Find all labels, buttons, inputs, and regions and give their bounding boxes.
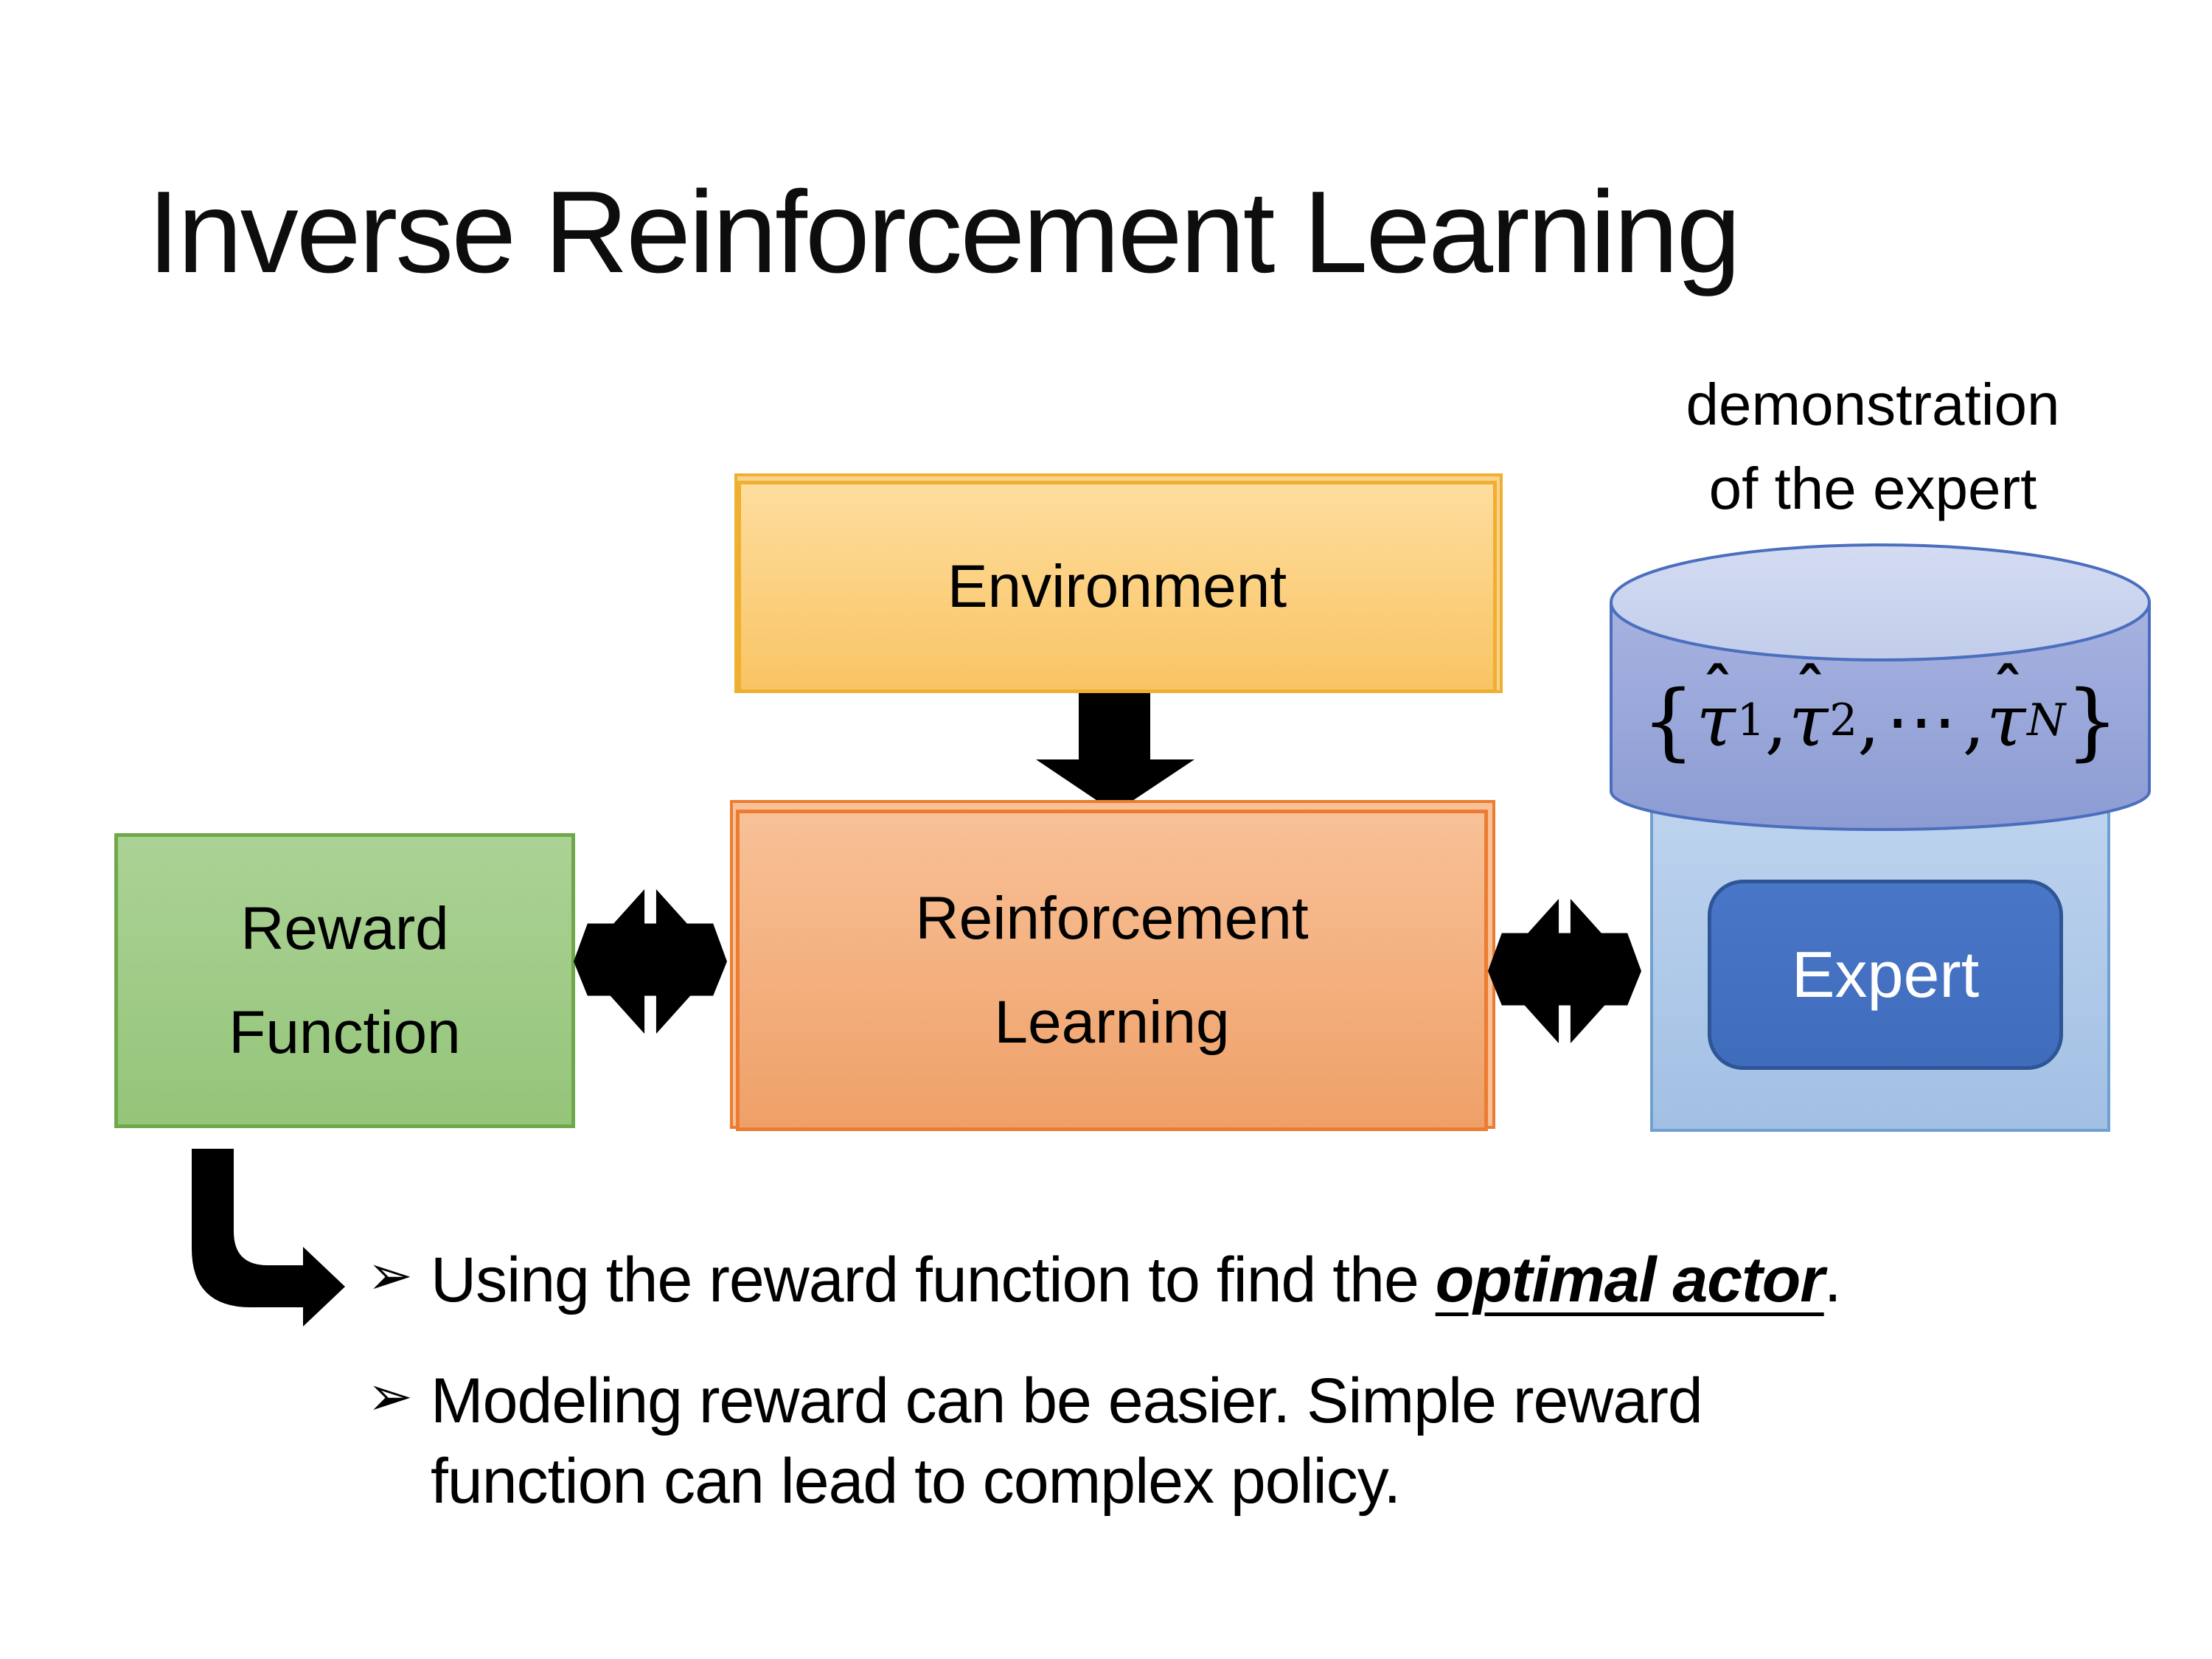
double-arrow-rl-expert (1488, 898, 1641, 1044)
reward-function-box: Reward Function (114, 833, 575, 1128)
double-arrow-reward-rl (574, 888, 727, 1034)
bullet-text: Modeling reward can be easier. Simple re… (431, 1366, 1703, 1517)
rl-label-line1: Reinforcement (915, 884, 1309, 952)
bullet-text: Using the reward function to find the op… (431, 1240, 1842, 1321)
hat-icon: ˆ (1795, 655, 1826, 727)
bullet1-suffix: . (1823, 1245, 1842, 1315)
environment-label: Environment (947, 553, 1287, 621)
reward-function-label: Reward Function (229, 877, 461, 1085)
reward-label-line1: Reward (240, 894, 449, 962)
math-open-brace: { (1641, 672, 1695, 770)
expert-box: Expert (1708, 880, 2063, 1070)
environment-box: Environment (737, 481, 1497, 693)
hat-icon: ˆ (1992, 655, 2023, 727)
page-title: Inverse Reinforcement Learning (147, 167, 1741, 297)
reinforcement-learning-label: Reinforcement Learning (915, 866, 1308, 1074)
demonstration-label-line2: of the expert (1708, 455, 2037, 521)
expert-label: Expert (1791, 938, 1980, 1011)
bullet1-emphasis: optimal actor (1435, 1245, 1825, 1315)
math-close-brace: } (2065, 672, 2119, 770)
demonstration-label: demonstration of the expert (1600, 363, 2146, 530)
hat-icon: ˆ (1703, 655, 1733, 727)
bullet-item-modeling-reward: ➢ Modeling reward can be easier. Simple … (367, 1361, 1913, 1522)
math-comma-1: , (1764, 680, 1788, 762)
down-arrow (1036, 693, 1194, 813)
reinforcement-learning-box: Reinforcement Learning (736, 810, 1488, 1131)
demonstration-cylinder (1610, 543, 2151, 831)
bullet-arrow-icon: ➢ (367, 1365, 414, 1429)
cylinder-top (1610, 543, 2151, 661)
reward-label-line2: Function (229, 999, 461, 1066)
math-comma-2: , (1857, 680, 1880, 762)
bullet-list: ➢ Using the reward function to find the … (367, 1240, 1913, 1563)
rl-label-line2: Learning (994, 989, 1230, 1056)
math-comma-3: , (1962, 680, 1986, 762)
math-ellipsis: ⋯ (1885, 680, 1957, 762)
bullet-item-optimal-actor: ➢ Using the reward function to find the … (367, 1240, 1913, 1321)
elbow-arrow (192, 1149, 345, 1326)
bullet1-prefix: Using the reward function to find the (431, 1245, 1436, 1315)
demonstration-label-line1: demonstration (1686, 372, 2060, 437)
bullet-arrow-icon: ➢ (367, 1244, 414, 1307)
